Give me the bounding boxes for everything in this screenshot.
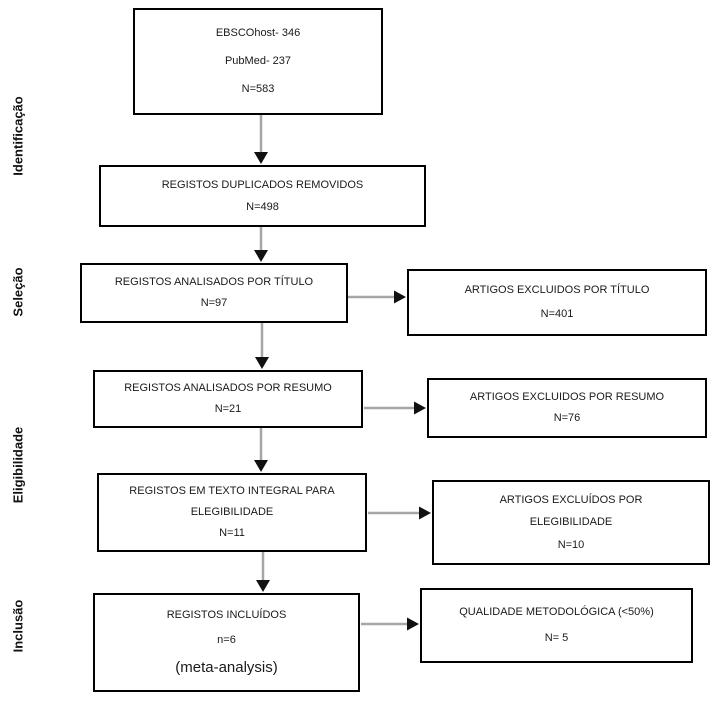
box-fulltext-eligibility: REGISTOS EM TEXTO INTEGRAL PARA ELEGIBIL… <box>97 473 367 552</box>
stage-label-eligibility: Eligibilidade <box>10 426 26 504</box>
box-title-screened: REGISTOS ANALISADOS POR TÍTULO N=97 <box>80 263 348 323</box>
box-duplicates-removed: REGISTOS DUPLICADOS REMOVIDOS N=498 <box>99 165 426 227</box>
arrow-fulltext-to-included <box>256 552 270 592</box>
arrow-abstract-to-excluded-abstract <box>364 401 426 415</box>
count-label: N=583 <box>241 83 275 96</box>
box-included: REGISTOS INCLUÍDOS n=6 (meta-analysis) <box>93 593 360 692</box>
arrow-included-to-quality <box>361 617 419 631</box>
box-database-records: EBSCOhost- 346 PubMed- 237 N=583 <box>133 8 383 115</box>
box-text-line: ELEGIBILIDADE <box>529 516 613 529</box>
arrow-fulltext-to-excluded-eligibility <box>368 506 431 520</box>
stage-label-identification: Identificação <box>10 96 26 176</box>
count-label: N= 5 <box>544 632 569 645</box>
box-text-line: REGISTOS DUPLICADOS REMOVIDOS <box>161 178 364 191</box>
arrow-title-to-excluded-title <box>348 290 406 304</box>
count-label: n=6 <box>217 633 236 646</box>
count-label: N=76 <box>553 412 581 425</box>
box-text-line: QUALIDADE METODOLÓGICA (<50%) <box>459 605 654 618</box>
box-text-line: REGISTOS ANALISADOS POR TÍTULO <box>114 275 314 288</box>
stage-label-screening: Seleção <box>10 267 26 317</box>
box-text-line: ARTIGOS EXCLUIDOS POR RESUMO <box>469 390 665 403</box>
box-text-line: ELEGIBILIDADE <box>190 506 274 519</box>
count-label: N=97 <box>200 297 228 310</box>
arrow-abstract-to-fulltext <box>254 428 268 472</box>
count-label: N=498 <box>246 200 279 213</box>
arrow-records-to-duplicates <box>254 115 268 164</box>
count-label: N=21 <box>214 403 242 416</box>
box-excluded-abstract: ARTIGOS EXCLUIDOS POR RESUMO N=76 <box>427 378 707 438</box>
box-text-line: REGISTOS EM TEXTO INTEGRAL PARA <box>129 485 335 498</box>
count-label: N=401 <box>540 308 574 321</box>
count-label: N=11 <box>219 527 245 540</box>
arrow-title-to-abstract <box>255 323 269 369</box>
box-text-line: PubMed- 237 <box>224 55 292 68</box>
arrow-duplicates-to-title <box>254 227 268 262</box>
box-abstract-screened: REGISTOS ANALISADOS POR RESUMO N=21 <box>93 370 363 428</box>
box-text-line: REGISTOS ANALISADOS POR RESUMO <box>124 382 332 395</box>
count-label: N=10 <box>557 538 585 551</box>
box-text-line: REGISTOS INCLUÍDOS <box>166 609 287 622</box>
box-text-line: (meta-analysis) <box>175 658 278 676</box>
box-excluded-eligibility: ARTIGOS EXCLUÍDOS POR ELEGIBILIDADE N=10 <box>432 480 710 565</box>
box-text-line: ARTIGOS EXCLUÍDOS POR <box>499 493 643 506</box>
box-text-line: EBSCOhost- 346 <box>215 27 301 40</box>
stage-label-inclusion: Inclusão <box>10 599 26 653</box>
box-excluded-title: ARTIGOS EXCLUIDOS POR TÍTULO N=401 <box>407 269 707 336</box>
box-text-line: ARTIGOS EXCLUIDOS POR TÍTULO <box>464 284 650 297</box>
box-methodological-quality: QUALIDADE METODOLÓGICA (<50%) N= 5 <box>420 588 693 663</box>
